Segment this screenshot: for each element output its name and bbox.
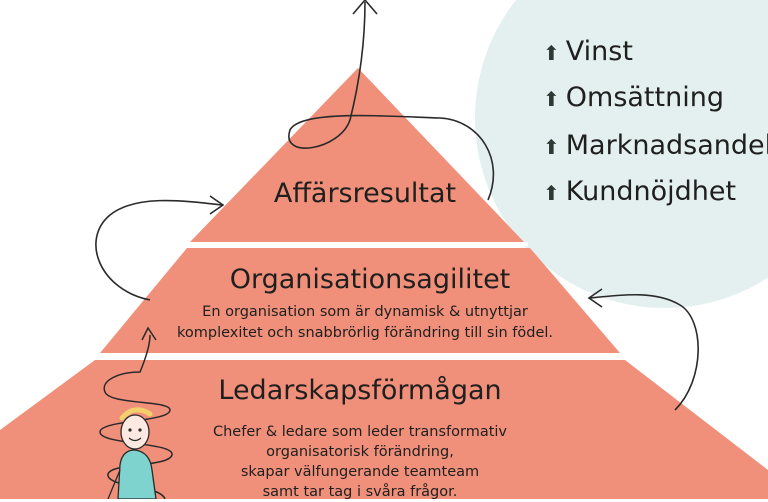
- tier-bottom-label: Ledarskapsförmågan: [218, 375, 502, 406]
- outcome-label: Marknadsandel: [565, 130, 768, 161]
- up-arrow-icon: ⬆: [543, 181, 560, 205]
- arrowhead-right-icon: [209, 195, 225, 215]
- tier-bottom-description: Chefer & ledare som leder transformativ …: [190, 422, 530, 502]
- tier-top-label: Affärsresultat: [273, 178, 457, 209]
- pyramid-tier-middle: [100, 248, 620, 353]
- outcome-item: ⬆Marknadsandel: [543, 130, 768, 161]
- outcomes-circle: [475, 0, 768, 308]
- description-line: komplexitet och snabbrörlig förändring t…: [176, 325, 554, 341]
- description-line: organisatorisk förändring,: [266, 444, 454, 460]
- outcome-label: Omsättning: [565, 82, 724, 113]
- outcome-label: Kundnöjdhet: [565, 176, 737, 207]
- tier-middle-description: En organisation som är dynamisk & utnytt…: [140, 302, 590, 344]
- outcome-item: ⬆Kundnöjdhet: [543, 176, 736, 207]
- description-line: samt tar tag i svåra frågor.: [262, 484, 458, 500]
- spiral-arrow-apex: [288, 1, 495, 201]
- loop-arrow-left: [95, 199, 223, 301]
- pyramid-tier-bottom: [0, 360, 768, 499]
- up-arrow-icon: ⬆: [543, 41, 560, 65]
- pyramid-tier-top: [190, 68, 524, 242]
- outcome-label: Vinst: [565, 36, 633, 67]
- up-arrow-icon: ⬆: [543, 135, 560, 159]
- arrowhead-small-up-icon: [141, 326, 157, 341]
- outcome-item: ⬆Vinst: [543, 36, 633, 67]
- arrowhead-up-icon: [352, 0, 378, 15]
- spiral-line: [99, 334, 173, 499]
- description-line: Chefer & ledare som leder transformativ: [212, 424, 508, 440]
- description-line: En organisation som är dynamisk & utnytt…: [202, 304, 528, 320]
- tier-middle-label: Organisationsagilitet: [229, 264, 511, 295]
- outcome-item: ⬆Omsättning: [543, 82, 724, 113]
- up-arrow-icon: ⬆: [543, 87, 560, 111]
- person-figure: [107, 407, 157, 499]
- description-line: skapar välfungerande teamteam: [240, 464, 480, 480]
- loop-arrow-right: [589, 293, 699, 411]
- arrowhead-left-icon: [587, 288, 603, 308]
